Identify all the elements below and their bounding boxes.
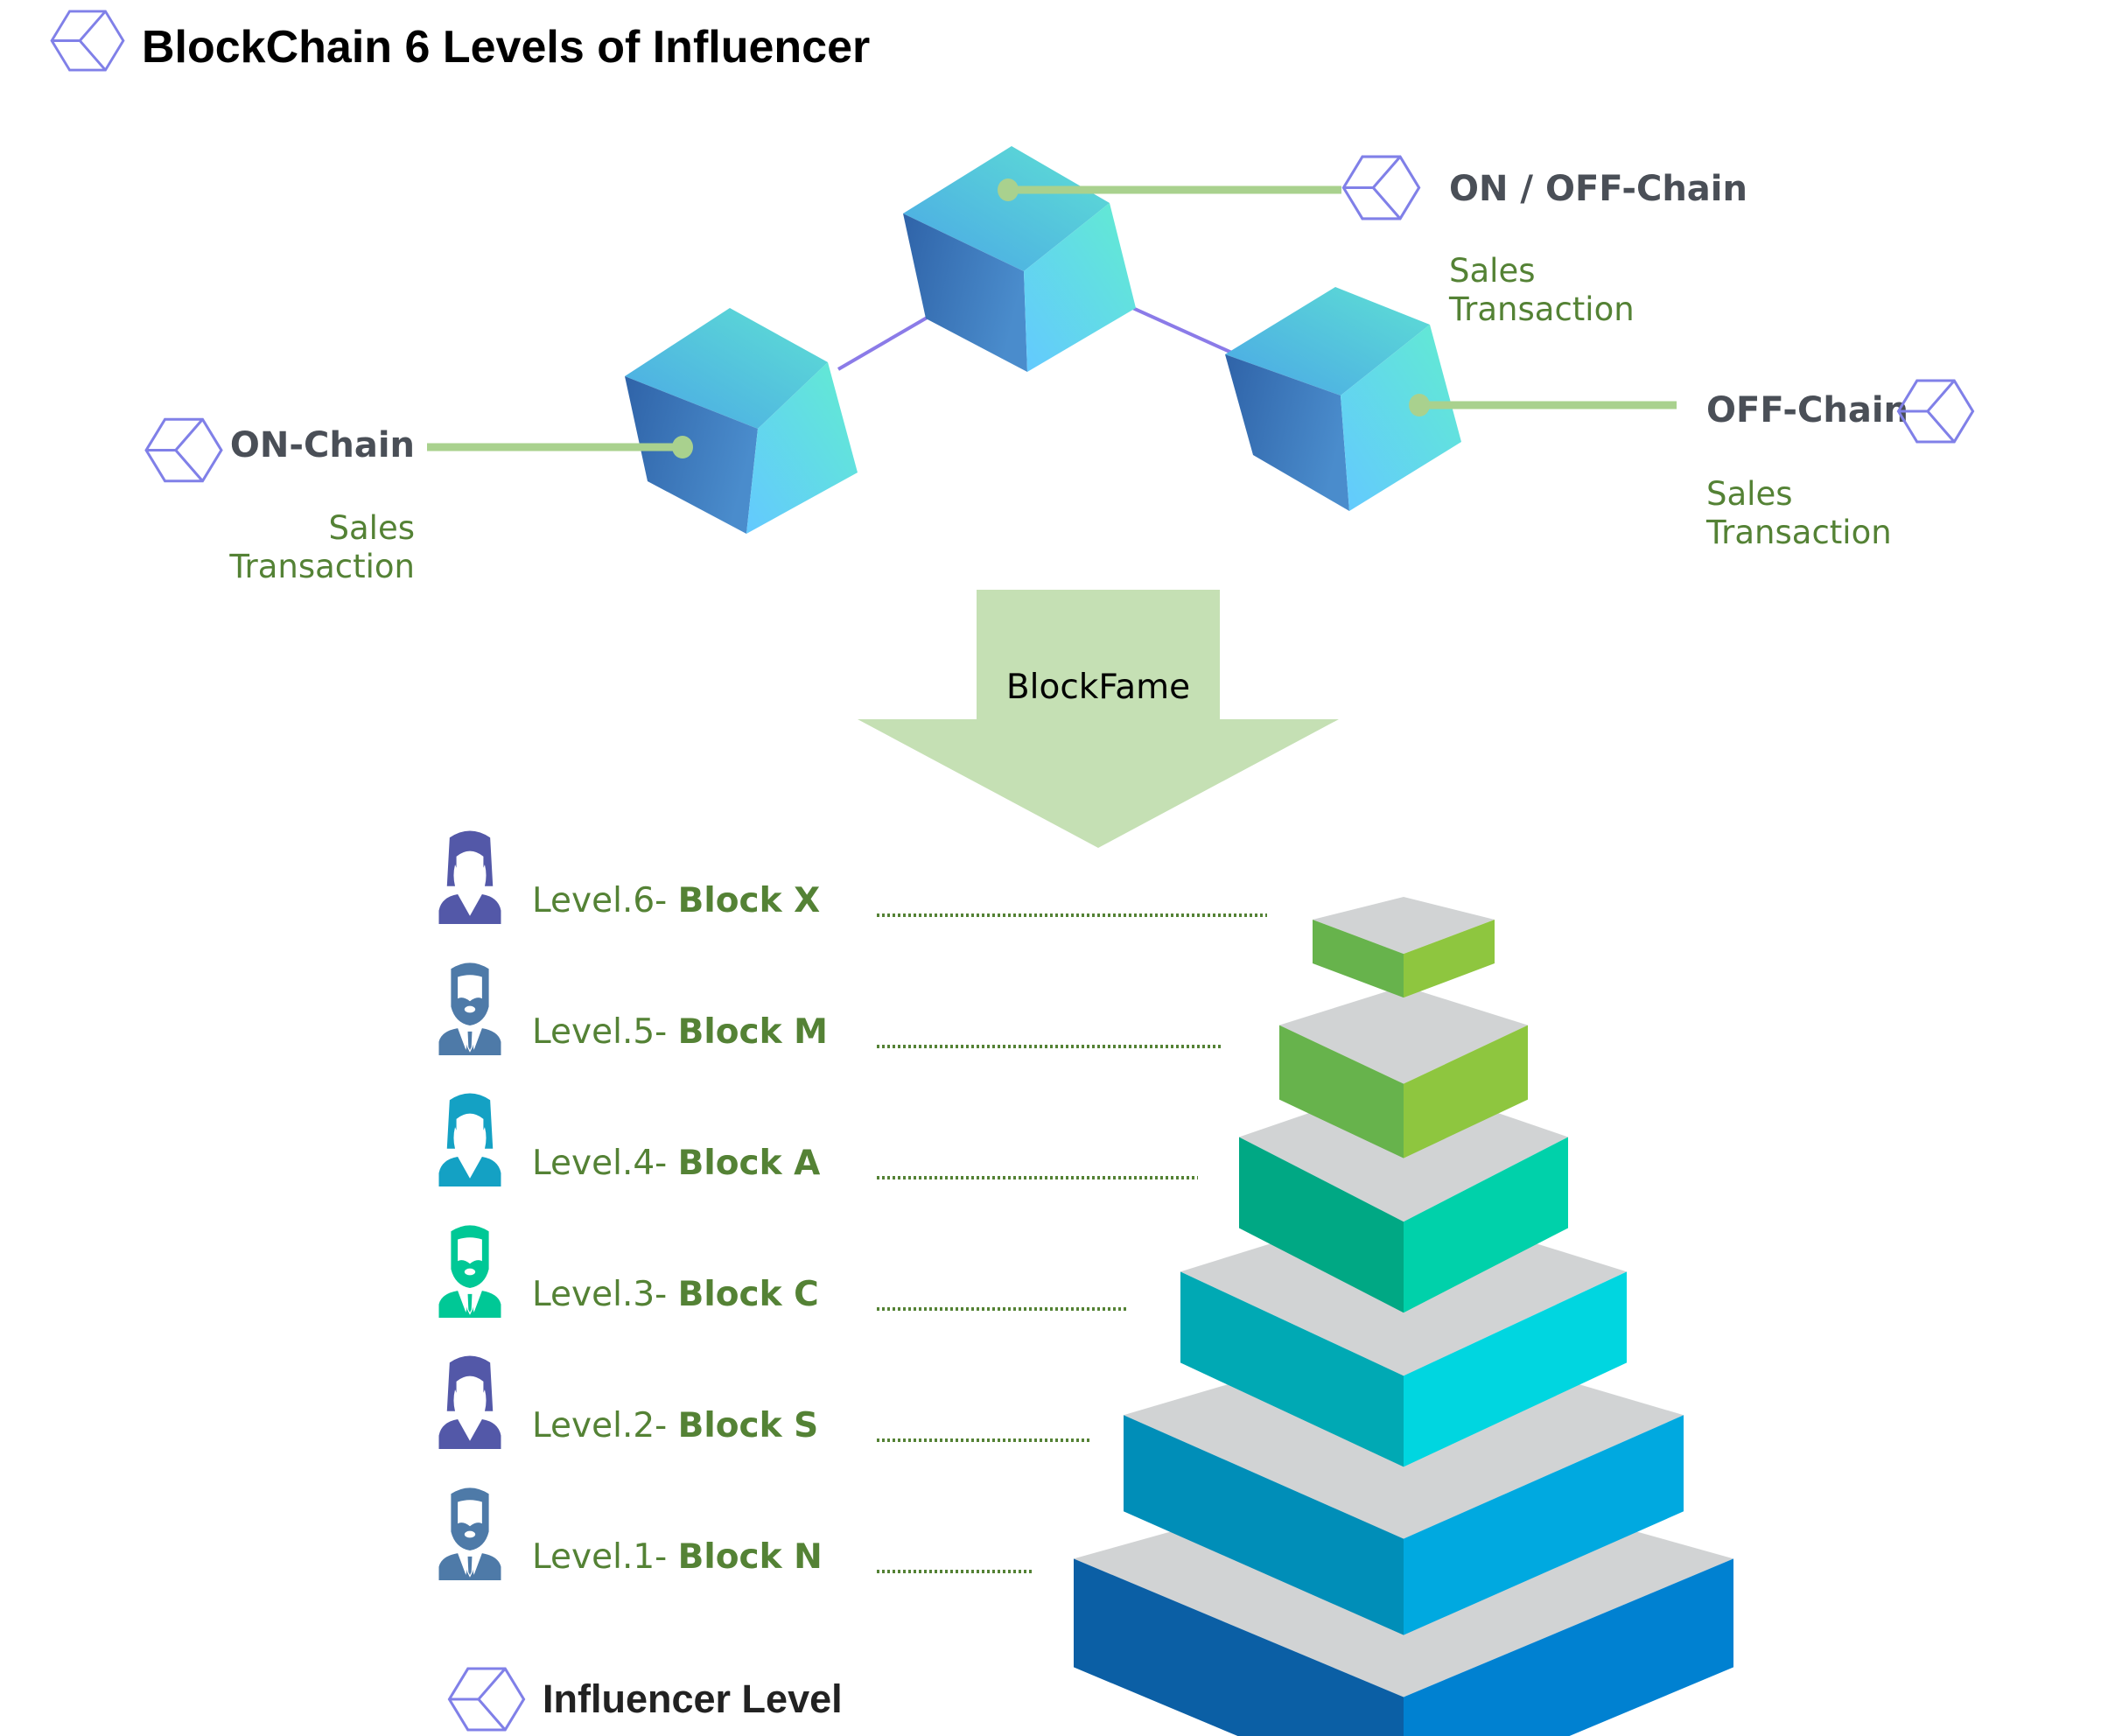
off-chain-callout: OFF-Chain Sales Transaction bbox=[1409, 379, 1975, 551]
level-prefix: Level.2- bbox=[532, 1406, 678, 1446]
cube-outline-icon bbox=[50, 10, 125, 72]
cube-on-chain bbox=[625, 308, 858, 534]
level-label: Level.1- Block N bbox=[532, 1537, 823, 1577]
person-female-icon bbox=[438, 830, 501, 924]
on-off-chain-callout: ON / OFF-Chain Sales Transaction bbox=[998, 155, 1747, 328]
level-block-name: Block A bbox=[678, 1144, 821, 1183]
blockfame-arrow: BlockFame bbox=[858, 590, 1339, 848]
level-prefix: Level.6- bbox=[532, 881, 678, 920]
level-label: Level.6- Block X bbox=[532, 881, 820, 920]
level-prefix: Level.1- bbox=[532, 1537, 678, 1577]
level-prefix: Level.3- bbox=[532, 1275, 678, 1314]
levels-list: Level.6- Block X Level.5- Block M Level.4-… bbox=[438, 830, 1267, 1580]
cube-top-face bbox=[1225, 287, 1430, 396]
down-arrow-icon bbox=[858, 590, 1339, 848]
connector-dot bbox=[998, 178, 1019, 201]
on-chain-callout: ON-Chain Sales Transaction bbox=[144, 417, 693, 585]
tier-right-face bbox=[1404, 1137, 1568, 1313]
tier-left-face bbox=[1239, 1137, 1404, 1313]
on-chain-sub-line1: Sales bbox=[329, 509, 415, 547]
cube-outline-icon bbox=[1896, 379, 1975, 444]
cube-left-face bbox=[1225, 354, 1349, 511]
pyramid-tier-level-5 bbox=[1279, 986, 1528, 1158]
person-male-icon bbox=[438, 1224, 502, 1318]
level-label: Level.2- Block S bbox=[532, 1406, 818, 1446]
off-chain-sub-line1: Sales bbox=[1706, 475, 1792, 513]
level-label: Level.4- Block A bbox=[532, 1144, 820, 1183]
cube-right-face bbox=[1341, 325, 1461, 511]
level-row: Level.4- Block A bbox=[438, 1093, 1198, 1186]
level-label: Level.5- Block M bbox=[532, 1012, 828, 1052]
cube-outline-icon bbox=[447, 1667, 526, 1732]
footer-label: Influencer Level bbox=[543, 1676, 843, 1721]
level-block-name: Block C bbox=[678, 1275, 819, 1314]
cube-off-chain bbox=[1225, 287, 1461, 511]
on-off-chain-sub-line1: Sales bbox=[1449, 252, 1535, 290]
cube-outline-icon bbox=[144, 417, 223, 483]
pyramid-tier-level-6 bbox=[1313, 897, 1495, 998]
tier-right-face bbox=[1404, 1025, 1528, 1158]
tier-right-face bbox=[1404, 1271, 1627, 1467]
level-block-name: Block X bbox=[678, 881, 821, 920]
page-title: BlockChain 6 Levels of Influencer bbox=[142, 22, 870, 73]
cube-outline-icon bbox=[1341, 155, 1421, 220]
level-row: Level.6- Block X bbox=[438, 830, 1267, 924]
tier-right-face bbox=[1404, 920, 1495, 998]
influencer-pyramid bbox=[1074, 897, 1733, 1736]
cube-right-face bbox=[1024, 203, 1136, 372]
tier-left-face bbox=[1279, 1025, 1404, 1158]
person-male-icon bbox=[438, 1487, 502, 1580]
footer-label-block: Influencer Level bbox=[447, 1667, 843, 1732]
on-chain-label: ON-Chain bbox=[230, 425, 415, 466]
level-block-name: Block S bbox=[678, 1406, 819, 1446]
level-row: Level.1- Block N bbox=[438, 1487, 1034, 1580]
connector-dot bbox=[1409, 394, 1430, 416]
blockchain-cubes bbox=[625, 146, 1461, 534]
level-prefix: Level.5- bbox=[532, 1012, 678, 1052]
tier-right-face bbox=[1404, 1415, 1684, 1635]
tier-top-face bbox=[1279, 986, 1528, 1084]
on-off-chain-sub-line2: Transaction bbox=[1448, 290, 1635, 328]
tier-right-face bbox=[1404, 1558, 1733, 1736]
cube-right-face bbox=[746, 362, 858, 534]
tier-left-face bbox=[1180, 1271, 1404, 1467]
level-label: Level.3- Block C bbox=[532, 1275, 819, 1314]
arrow-label: BlockFame bbox=[1006, 668, 1190, 707]
connector-dot bbox=[672, 436, 693, 458]
on-off-chain-label: ON / OFF-Chain bbox=[1449, 169, 1747, 209]
person-female-icon bbox=[438, 1355, 501, 1449]
title-block: BlockChain 6 Levels of Influencer bbox=[50, 10, 870, 73]
cube-left-face bbox=[625, 376, 758, 534]
level-row: Level.5- Block M bbox=[438, 962, 1221, 1055]
level-block-name: Block N bbox=[678, 1537, 823, 1577]
tier-left-face bbox=[1313, 920, 1404, 998]
off-chain-sub-line2: Transaction bbox=[1705, 514, 1892, 551]
tier-left-face bbox=[1074, 1558, 1404, 1736]
cube-center bbox=[903, 146, 1136, 372]
cube-left-face bbox=[903, 214, 1027, 372]
level-row: Level.2- Block S bbox=[438, 1355, 1089, 1449]
off-chain-label: OFF-Chain bbox=[1706, 390, 1908, 430]
level-block-name: Block M bbox=[678, 1012, 828, 1052]
person-male-icon bbox=[438, 962, 502, 1055]
tier-top-face bbox=[1313, 897, 1495, 955]
level-prefix: Level.4- bbox=[532, 1144, 678, 1183]
cube-top-face bbox=[903, 146, 1110, 271]
person-female-icon bbox=[438, 1093, 501, 1186]
cube-top-face bbox=[625, 308, 828, 429]
on-chain-sub-line2: Transaction bbox=[228, 548, 415, 585]
level-row: Level.3- Block C bbox=[438, 1224, 1126, 1318]
tier-left-face bbox=[1124, 1415, 1404, 1635]
